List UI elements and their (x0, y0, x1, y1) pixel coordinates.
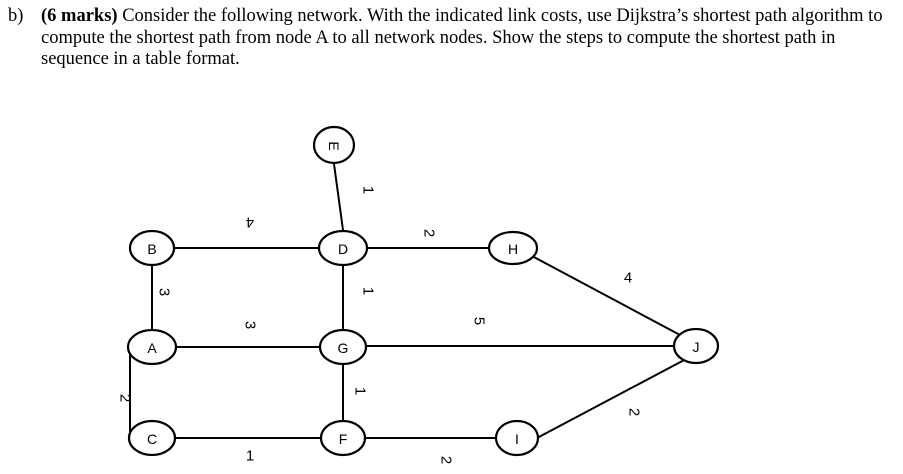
node-b (128, 229, 176, 267)
cost-g-f: 1 (352, 387, 369, 395)
cost-b-a: 3 (156, 288, 173, 296)
question-marks: (6 marks) (41, 6, 118, 26)
node-label-j: J (693, 339, 700, 355)
cost-h-j: 4 (624, 270, 632, 287)
cost-e-d: 1 (360, 186, 377, 194)
cost-a-g: 3 (242, 321, 259, 329)
question-body: Consider the following network. With the… (41, 6, 883, 69)
node-i (494, 419, 540, 457)
node-label-e: E (326, 141, 342, 150)
edge-e-d (333, 163, 344, 231)
node-d (317, 229, 369, 267)
edge-labels: 1 4 2 3 1 3 5 4 2 1 1 2 2 (117, 186, 643, 465)
node-f (319, 419, 367, 457)
cost-g-j: 5 (471, 317, 488, 325)
cost-c-f: 1 (246, 448, 254, 465)
question-text: (6 marks) Consider the following network… (41, 6, 891, 71)
node-label-h: H (508, 241, 518, 257)
cost-a-c: 2 (117, 394, 134, 402)
node-labels: E B D H A G J C F I (147, 141, 700, 447)
node-label-f: F (339, 431, 348, 447)
edges (129, 163, 689, 439)
cost-b-d: 4 (246, 214, 254, 231)
edge-h-j (531, 255, 681, 336)
node-j (672, 327, 720, 365)
cost-f-i: 2 (438, 456, 455, 464)
nodes (126, 125, 720, 457)
node-e (312, 125, 356, 165)
cost-d-g: 1 (360, 287, 377, 295)
node-c (127, 419, 177, 457)
node-a (126, 328, 178, 366)
node-label-a: A (147, 340, 157, 356)
edge-i-j (536, 357, 689, 439)
question-marker: b) (8, 6, 24, 26)
node-label-b: B (147, 241, 156, 257)
cost-i-j: 2 (626, 408, 643, 416)
cost-d-h: 2 (421, 229, 438, 237)
node-h (487, 230, 539, 266)
node-label-i: I (515, 431, 519, 447)
node-label-d: D (338, 241, 348, 257)
node-g (318, 328, 368, 366)
node-label-c: C (147, 431, 157, 447)
node-label-g: G (338, 340, 349, 356)
